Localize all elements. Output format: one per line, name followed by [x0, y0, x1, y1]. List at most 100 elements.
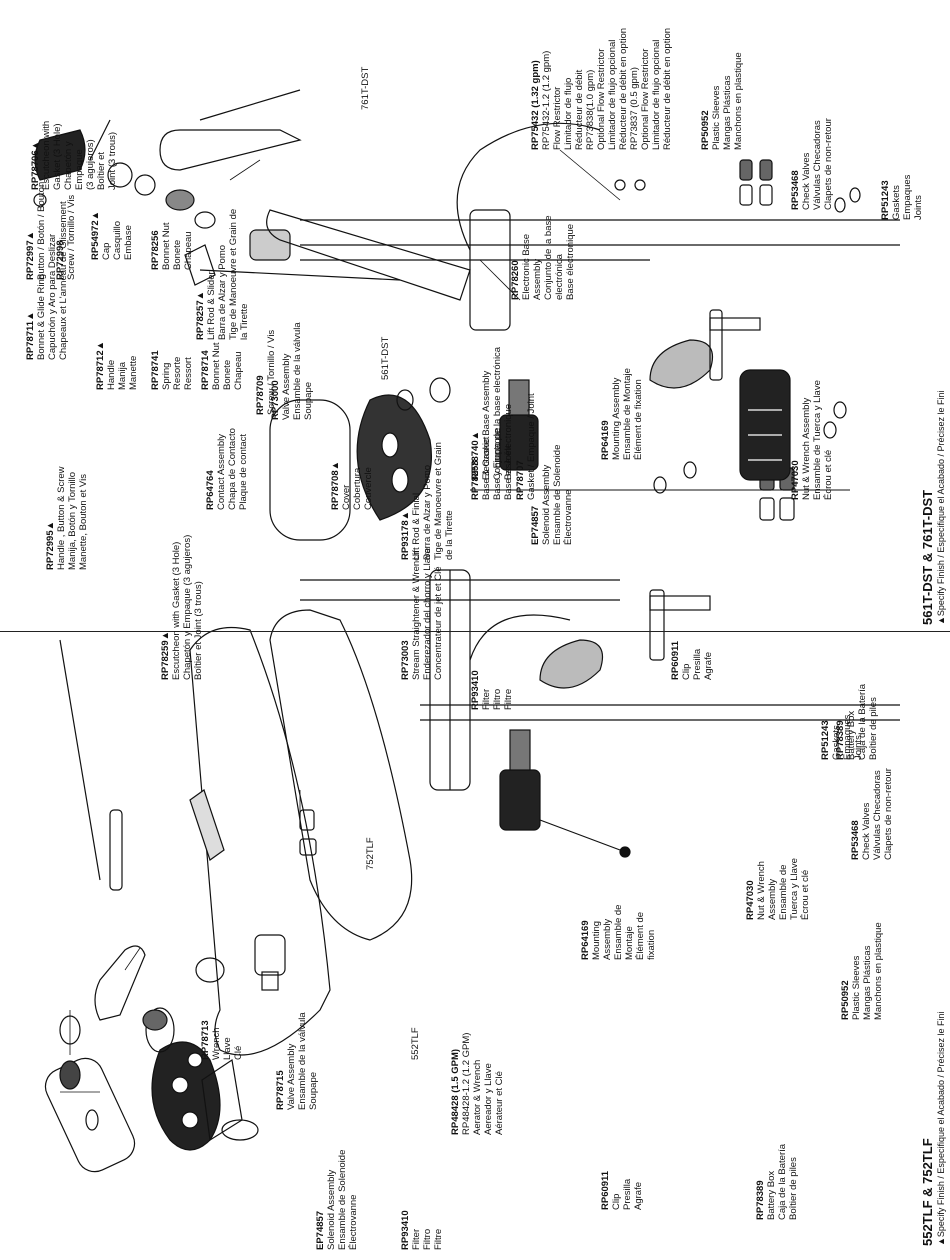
part-number: RP78389	[835, 720, 846, 760]
part-number: RP51243	[880, 180, 891, 220]
part-description-line: RP73837 (0.5 gpm)	[629, 67, 640, 150]
part-description-line: Caja de la Batería	[857, 683, 868, 760]
handle-left	[94, 945, 146, 1021]
part-description-line: Contact Assembly	[216, 433, 227, 510]
part-description-line: Ensamble de Solenoide	[337, 1149, 348, 1250]
part-description-line: Gasket (3 Hole)	[52, 123, 63, 190]
part-description-line: Ensamble de la válvula	[292, 322, 303, 420]
part-description-line: Plastic Sleeves	[711, 85, 722, 150]
part-number: EP74857	[315, 1210, 326, 1250]
part-description-line: Mounting	[591, 920, 602, 960]
mounting-assembly-left	[539, 639, 604, 689]
part-number: RP47030	[790, 460, 801, 500]
part-description-line: Base & Gasket	[481, 436, 492, 500]
solenoid-right	[499, 379, 539, 471]
part-description-line: Élément de fixation	[633, 379, 644, 460]
right-part-label-rp75432: RP75432 (1.32 gpm)RP75432-1.2 (1.2 gpm)F…	[530, 28, 673, 150]
part-number: RP93410	[470, 670, 481, 710]
part-number: RP48428 (1.5 GPM)	[450, 1048, 461, 1135]
part-description-line: Cap	[101, 242, 112, 260]
part-number: RP73003	[400, 640, 411, 680]
left-panel-footnote: ▲Specify Finish / Especifique el Acabado…	[936, 1011, 946, 1246]
left-panel-title: 552TLF & 752TLF	[920, 1138, 935, 1246]
part-number: RP78256	[150, 230, 161, 270]
part-description-line: Cover	[341, 484, 352, 510]
part-number: RP78713	[200, 1020, 211, 1060]
part-description-line: Valve Assembly	[286, 1043, 297, 1110]
right-part-label-rp78259: RP78259▲Escutcheon with Gasket (3 Hole)C…	[160, 535, 204, 680]
part-description-line: Aérateur et Clé	[494, 1071, 505, 1135]
part-description-line: Ressort	[183, 357, 194, 390]
part-description-line: RP48428-1.2 (1.2 GPM)	[461, 1032, 472, 1135]
spout-552tlf	[269, 609, 413, 941]
part-number: RP78260	[510, 260, 521, 300]
part-description-line: Mangas Plásticas	[862, 945, 873, 1020]
part-description-line: Boîtier et Joint (3 trous)	[193, 581, 204, 680]
part-description-line: RP73838(1.0 gpm)	[585, 69, 596, 150]
part-description-line: Handle , Button & Screw	[56, 466, 67, 571]
right-panel-footnote: ▲Specify Finish / Especifique el Acabado…	[936, 390, 946, 625]
part-number: RP50952	[700, 110, 711, 150]
part-description-line: Couvercle	[363, 467, 374, 510]
part-number: RP64169	[600, 420, 611, 460]
part-description-line: Manija	[117, 362, 128, 390]
part-description-line: Embase	[123, 225, 134, 260]
part-description-line: Écrou et clé	[823, 449, 834, 500]
part-number: RP72998	[55, 240, 66, 280]
part-description-line: Boîtier de piles	[868, 697, 879, 760]
part-description-line: Réducteur de débit	[574, 69, 585, 150]
handle-button-right	[33, 119, 111, 207]
part-description-line: Llave	[222, 1037, 233, 1060]
part-description-line: Boîtier de piles	[788, 1157, 799, 1220]
part-number: RP78258	[470, 460, 481, 500]
part-description-line: Casquillo	[112, 220, 123, 260]
part-number: RP47030	[745, 880, 756, 920]
spout-561t-dst	[266, 209, 471, 301]
part-description-line: Agrafe	[633, 1182, 644, 1210]
part-description-line: Bonnet Nut	[161, 222, 172, 270]
part-number: RP64764	[205, 470, 216, 510]
part-description-line: Solenoid Assembly	[541, 464, 552, 545]
part-number: RP93410	[400, 1210, 411, 1250]
valve-assembly-right	[249, 229, 291, 261]
part-number: RP60911	[670, 640, 681, 680]
part-description-line: Valve Assembly	[281, 353, 292, 420]
part-description-line: Válvulas Checadoras	[812, 120, 823, 210]
part-description-line: Handle	[106, 359, 117, 390]
part-description-line: Base y Empaque	[492, 427, 503, 500]
part-description-line: Clapets de non-retour	[883, 768, 894, 860]
part-description-line: Optional Flow Restrictor	[596, 48, 607, 150]
part-description-line: Bonete	[172, 239, 183, 270]
part-description-line: Solenoid Assembly	[326, 1169, 337, 1250]
part-description-line: Bonete	[222, 359, 233, 390]
part-description-line: Limitador de flujo	[563, 77, 574, 150]
part-description-line: Chapetón y Empaque (3 agujeros)	[182, 534, 193, 680]
part-description-line: Chapa de Contacto	[227, 428, 238, 510]
part-description-line: Ensamble de	[778, 864, 789, 920]
part-description-line: Barra de Alzar y Pomo	[217, 244, 228, 340]
right-panel-title: 561T-DST & 761T-DST	[920, 489, 935, 625]
part-description-line: Élément de	[635, 911, 646, 960]
part-description-line: Mounting Assembly	[611, 377, 622, 460]
part-description-line: Réducteur de débit en option	[618, 27, 629, 150]
part-description-line: Barra de Alzar y Pomo	[422, 464, 433, 560]
part-description-line: Ensamble de	[613, 904, 624, 960]
part-number: RP78707	[515, 460, 526, 500]
part-description-line: Ensamble de Tuerca y Llave	[812, 380, 823, 500]
